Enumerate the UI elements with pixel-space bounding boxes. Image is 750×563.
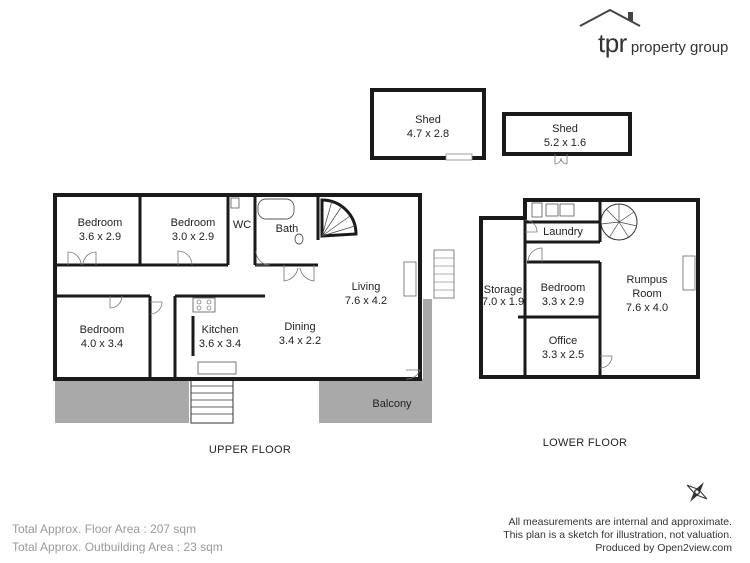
door-swing-icon [524,219,613,369]
bed2-name: Bedroom [171,217,216,229]
rumpus-name-2: Room [632,288,661,300]
brand-rest: property group [630,39,729,56]
office-size: 3.3 x 2.5 [542,349,584,361]
bed-lower-name: Bedroom [541,282,586,294]
disclaimer-line-3: Produced by Open2view.com [595,542,732,554]
spiral-stair-icon [320,198,358,238]
shed-large-size: 4.7 x 2.8 [407,128,449,140]
balcony-name: Balcony [372,398,412,410]
upper-floor: Bedroom 3.6 x 2.9 Bedroom 3.0 x 2.9 WC B… [53,193,455,456]
compass-icon [686,482,708,502]
bed-lower-size: 3.3 x 2.9 [542,296,584,308]
rumpus-name-1: Rumpus [627,274,668,286]
bed3-name: Bedroom [80,324,125,336]
house-roof-icon [579,8,641,27]
floor-area-text: Total Approx. Floor Area : 207 sqm [12,522,197,536]
deck-west [55,379,189,423]
stairs-icon [190,378,234,424]
bed2-size: 3.0 x 2.9 [172,231,214,243]
spiral-stair-icon [600,203,638,241]
shed-large: Shed 4.7 x 2.8 [370,88,486,161]
upper-floor-label: UPPER FLOOR [209,444,291,456]
disclaimer-line-2: This plan is a sketch for illustration, … [503,529,732,541]
sink [197,361,237,375]
laundry-tub [559,203,575,217]
kitchen-name: Kitchen [202,324,239,336]
lower-floor-label: LOWER FLOOR [543,437,628,449]
shed-small: Shed 5.2 x 1.6 [502,112,632,165]
bed1-name: Bedroom [78,217,123,229]
outbuilding-area-text: Total Approx. Outbuilding Area : 23 sqm [12,540,223,554]
laundry-name: Laundry [543,226,583,238]
office-name: Office [549,335,578,347]
stairs-icon [433,249,455,299]
heater [682,255,696,291]
dining-name: Dining [284,321,315,333]
toilet [230,197,240,209]
bath-name: Bath [276,223,299,235]
living-size: 7.6 x 4.2 [345,295,387,307]
living-name: Living [352,281,381,293]
shed-small-name: Shed [552,123,578,135]
bathtub [257,198,295,220]
brand-short: tpr [598,28,627,58]
rumpus-size: 7.6 x 4.0 [626,302,668,314]
balcony-deck [319,299,432,423]
wc-name: WC [233,219,251,231]
disclaimer-line-1: All measurements are internal and approx… [508,516,732,528]
disclaimer: All measurements are internal and approx… [503,516,732,555]
cooktop [192,297,216,313]
door-swing-icon [67,250,421,380]
washing-machine [545,203,559,217]
bed3-size: 4.0 x 3.4 [81,338,123,350]
storage-size: 7.0 x 1.9 [482,296,524,308]
basin [294,233,304,245]
kitchen-size: 3.6 x 3.4 [199,338,241,350]
fireplace [403,261,417,297]
toilet [531,202,543,218]
bed1-size: 3.6 x 2.9 [79,231,121,243]
shed-small-size: 5.2 x 1.6 [544,137,586,149]
storage-name: Storage [484,284,523,296]
shed-large-name: Shed [415,114,441,126]
dining-size: 3.4 x 2.2 [279,335,321,347]
lower-floor: Laundry Storage 7.0 x 1.9 Bedroom 3.3 x … [479,198,700,449]
